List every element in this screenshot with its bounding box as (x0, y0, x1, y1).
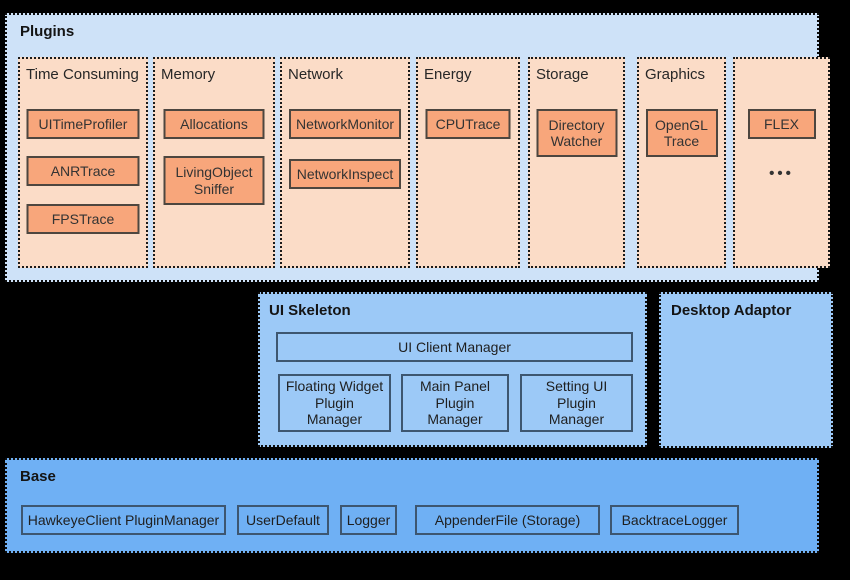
plugin-node-cputrace: CPUTrace (425, 109, 511, 139)
hawkeyeclient-pluginmanager-node: HawkeyeClient PluginManager (21, 505, 226, 535)
plugin-category-energy: Energy CPUTrace (416, 57, 520, 268)
userdefault-node: UserDefault (237, 505, 329, 535)
desktop-adaptor-section: Desktop Adaptor (659, 292, 833, 448)
plugin-node-flex: FLEX (747, 109, 816, 139)
ui-client-manager-node: UI Client Manager (276, 332, 633, 362)
plugin-category-more: FLEX ••• (733, 57, 830, 268)
plugin-category-storage: Storage Directory Watcher (528, 57, 625, 268)
plugin-node-allocations: Allocations (163, 109, 265, 139)
base-section: Base HawkeyeClient PluginManager UserDef… (5, 458, 819, 553)
plugin-category-network: Network NetworkMonitor NetworkInspect (280, 57, 410, 268)
desktop-adaptor-title: Desktop Adaptor (671, 302, 792, 319)
main-panel-plugin-manager-node: Main Panel Plugin Manager (401, 374, 509, 432)
ui-skeleton-title: UI Skeleton (269, 302, 351, 319)
category-title: Time Consuming (26, 66, 139, 83)
plugin-category-time-consuming: Time Consuming UITimeProfiler ANRTrace F… (18, 57, 148, 268)
base-title: Base (20, 468, 56, 485)
category-title: Memory (161, 66, 216, 83)
plugin-node-networkinspect: NetworkInspect (289, 159, 401, 189)
category-title: Energy (424, 66, 472, 83)
more-plugins-ellipsis: ••• (769, 165, 794, 182)
plugin-node-anrtrace: ANRTrace (26, 156, 140, 186)
plugin-node-uitimeprofiler: UITimeProfiler (26, 109, 140, 139)
floating-widget-plugin-manager-node: Floating Widget Plugin Manager (278, 374, 391, 432)
plugin-category-memory: Memory Allocations LivingObject Sniffer (153, 57, 275, 268)
plugin-node-fpstrace: FPSTrace (26, 204, 140, 234)
logger-node: Logger (340, 505, 397, 535)
category-title: Network (288, 66, 344, 83)
appenderfile-storage-node: AppenderFile (Storage) (415, 505, 600, 535)
setting-ui-plugin-manager-node: Setting UI Plugin Manager (520, 374, 633, 432)
plugin-node-networkmonitor: NetworkMonitor (289, 109, 401, 139)
ui-skeleton-section: UI Skeleton UI Client Manager Floating W… (258, 292, 647, 447)
plugin-node-opengl-trace: OpenGL Trace (645, 109, 718, 157)
plugin-node-directory-watcher: Directory Watcher (536, 109, 617, 157)
plugins-section-title: Plugins (20, 23, 75, 40)
category-title: Graphics (645, 66, 706, 83)
category-title: Storage (536, 66, 589, 83)
plugin-node-livingobject-sniffer: LivingObject Sniffer (163, 156, 265, 205)
plugin-category-graphics: Graphics OpenGL Trace (637, 57, 726, 268)
backtracelogger-node: BacktraceLogger (610, 505, 739, 535)
